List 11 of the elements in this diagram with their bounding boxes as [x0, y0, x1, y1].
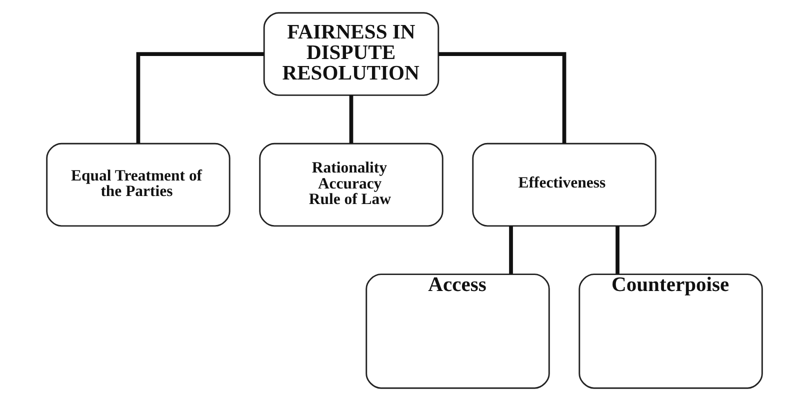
node-box: Effectiveness: [472, 142, 656, 227]
node-box: Equal Treatment of the Parties: [46, 142, 230, 227]
connector: [349, 95, 354, 144]
connector: [509, 226, 513, 274]
node-box: FAIRNESS IN DISPUTE RESOLUTION: [263, 12, 440, 96]
connector: [616, 226, 620, 274]
connector: [438, 52, 566, 144]
node-box: Counterpoise: [578, 274, 763, 389]
connector: [136, 52, 264, 144]
node-box: Access: [366, 274, 550, 389]
node-box: Rationality Accuracy Rule of Law: [259, 142, 444, 227]
